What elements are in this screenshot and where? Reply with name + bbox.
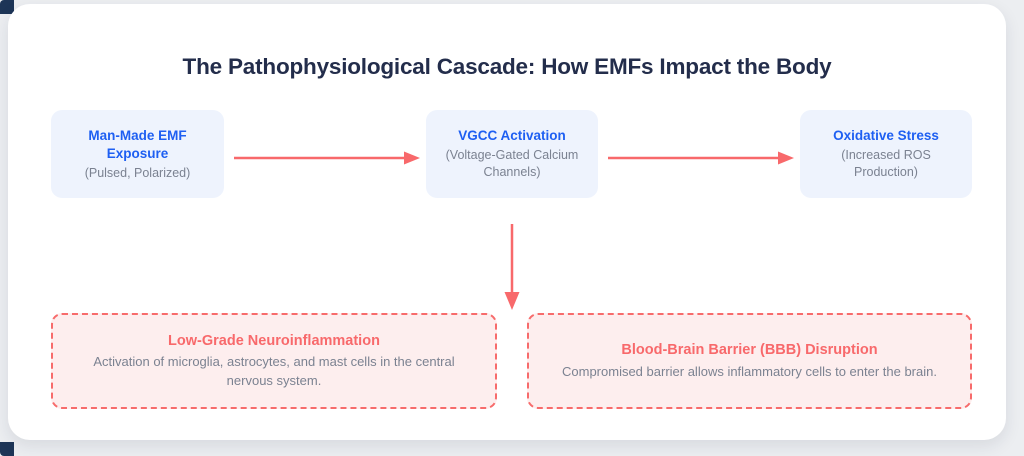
node-title: VGCC Activation [458, 128, 566, 144]
node-subtitle: Activation of microglia, astrocytes, and… [93, 354, 455, 388]
node-oxidative-stress[interactable]: Oxidative Stress (Increased ROS Producti… [800, 110, 972, 198]
arrow-emf-to-vgcc [234, 151, 420, 165]
diagram-card: The Pathophysiological Cascade: How EMFs… [8, 4, 1006, 440]
corner-accent-bottom-left [0, 442, 14, 456]
corner-accent-top-left [0, 0, 14, 14]
page-title: The Pathophysiological Cascade: How EMFs… [182, 54, 832, 79]
node-vgcc-activation[interactable]: VGCC Activation (Voltage-Gated Calcium C… [426, 110, 598, 198]
arrow-vgcc-to-neuroinflammation [504, 224, 520, 310]
node-subtitle: (Voltage-Gated Calcium Channels) [445, 148, 579, 179]
node-title: Blood-Brain Barrier (BBB) Disruption [621, 341, 878, 358]
node-title: Man-Made EMF Exposure [88, 127, 187, 161]
node-title: Oxidative Stress [833, 128, 939, 144]
flowchart-stage: Man-Made EMF Exposure (Pulsed, Polarized… [8, 4, 1006, 440]
node-subtitle: (Increased ROS Production) [841, 148, 931, 179]
node-title: Low-Grade Neuroinflammation [168, 332, 380, 349]
node-man-made-emf-exposure[interactable]: Man-Made EMF Exposure (Pulsed, Polarized… [51, 110, 224, 198]
node-subtitle: (Pulsed, Polarized) [84, 165, 191, 180]
arrow-vgcc-to-oxidative-stress [608, 151, 794, 165]
node-blood-brain-barrier-disruption[interactable]: Blood-Brain Barrier (BBB) Disruption Com… [527, 313, 972, 409]
node-low-grade-neuroinflammation[interactable]: Low-Grade Neuroinflammation Activation o… [51, 313, 497, 409]
node-subtitle: Compromised barrier allows inflammatory … [562, 363, 937, 379]
